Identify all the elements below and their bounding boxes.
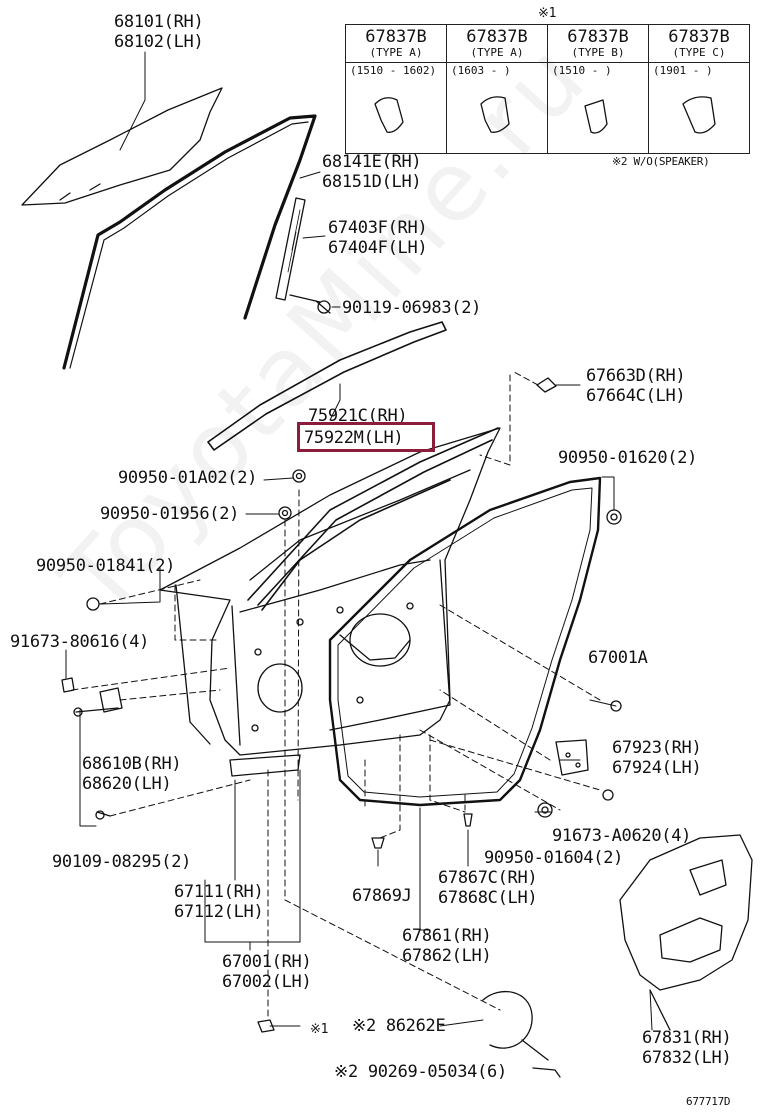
door-weatherstrip [328,476,602,807]
selected-part-highlight [297,422,435,452]
label-plug-01620[interactable]: 90950-01620(2) [558,448,698,468]
label-bolt-80616[interactable]: 91673-80616(4) [10,632,150,652]
variant-cell-4: (1901 - ) [648,62,750,154]
variant-col-4: 67837B (TYPE C) [648,24,750,63]
label-plug-01956[interactable]: 90950-01956(2) [100,504,240,524]
variant-date: (1510 - 1602) [350,64,437,77]
variant-type: (TYPE C) [672,46,726,59]
hinges [61,677,123,820]
dashed-guides [71,371,601,1019]
variant-date: (1510 - ) [552,64,612,77]
label-plug-01841[interactable]: 90950-01841(2) [36,556,176,576]
label-ref1[interactable]: ※1 [310,1022,329,1037]
variant-col-3: 67837B (TYPE B) [547,24,649,63]
variant-date: (1603 - ) [451,64,511,77]
speaker-grille [482,991,561,1078]
label-seal[interactable]: 67861(RH)67862(LH) [402,926,492,966]
division-channel [275,197,321,303]
label-molding-rh[interactable]: 75921C(RH) [308,406,408,426]
glass-run [62,114,317,370]
variant-table: 67837B (TYPE A) 67837B (TYPE A) 67837B (… [345,24,750,154]
label-glass-run[interactable]: 68141E(RH)68151D(LH) [322,152,422,192]
belt-molding [207,321,447,451]
label-bolt-a0620[interactable]: 91673-A0620(4) [552,826,692,846]
label-clip-67867c[interactable]: 67867C(RH)67868C(LH) [438,868,538,908]
bolt-90119 [315,300,331,314]
variant-cell-1: (1510 - 1602) [345,62,447,154]
variant-type: (TYPE B) [571,46,625,59]
label-plug-01604[interactable]: 90950-01604(2) [484,848,624,868]
variant-part-no: 67837B [365,27,427,47]
variant-cell-2: (1603 - ) [446,62,548,154]
variant-type: (TYPE A) [470,46,524,59]
door-panel [159,427,501,777]
service-hole-cover [619,834,753,1031]
label-grille[interactable]: ※2 86262E [352,1016,446,1036]
label-molding-lh[interactable]: 75922M(LH) [304,428,404,448]
variant-col-2: 67837B (TYPE A) [446,24,548,63]
door-glass [21,87,223,206]
bracket-67663 [536,377,557,393]
diagram-number: 677717D [686,1095,731,1108]
label-clip-67869j[interactable]: 67869J [352,886,412,906]
plugs [86,469,622,818]
label-cover[interactable]: 67923(RH)67924(LH) [612,738,702,778]
variant-type: (TYPE A) [369,46,423,59]
label-bolt-08295[interactable]: 90109-08295(2) [52,852,192,872]
variant-date: (1901 - ) [653,64,713,77]
label-screw[interactable]: ※2 90269-05034(6) [334,1062,507,1082]
cover-67923 [555,739,589,776]
variant-part-no: 67837B [668,27,730,47]
label-panel-67001a[interactable]: 67001A [588,648,648,668]
variant-cell-3: (1510 - ) [547,62,649,154]
label-weatherstrip[interactable]: 67111(RH)67112(LH) [174,882,264,922]
variant-col-1: 67837B (TYPE A) [345,24,447,63]
table-note-mark: ※1 [538,6,557,21]
variant-part-no: 67837B [567,27,629,47]
variant-part-no: 67837B [466,27,528,47]
label-hinge[interactable]: 68610B(RH)68620(LH) [82,754,182,794]
label-division-channel[interactable]: 67403F(RH)67404F(LH) [328,218,428,258]
label-plug-01a02[interactable]: 90950-01A02(2) [118,468,258,488]
table-footnote: ※2 W/O(SPEAKER) [612,155,710,168]
label-door-panel[interactable]: 67001(RH)67002(LH) [222,952,312,992]
label-bracket[interactable]: 67663D(RH)67664C(LH) [586,366,686,406]
window-frame [247,427,499,611]
label-service-hole-cover[interactable]: 67831(RH)67832(LH) [642,1028,732,1068]
leader-lines [65,51,653,1031]
label-door-glass[interactable]: 68101(RH)68102(LH) [114,12,204,52]
clips [257,813,473,1033]
label-bolt-06983[interactable]: 90119-06983(2) [342,298,482,318]
